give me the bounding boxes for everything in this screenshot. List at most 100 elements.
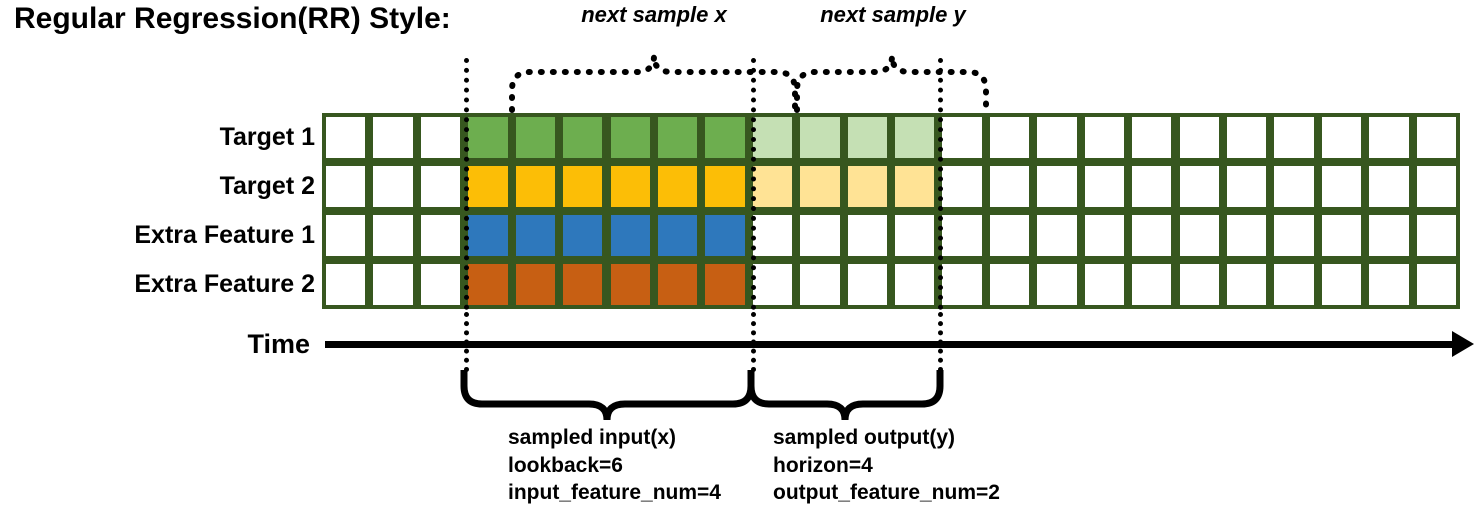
grid-cell-extra-feature-2-19-blank <box>1226 264 1267 305</box>
grid-cell-extra-feature-2-12-output <box>895 264 935 305</box>
grid-cell-target-1-1-blank <box>373 117 413 158</box>
sampled-input-line-1: sampled input(x) <box>508 426 677 449</box>
grid-cell-extra-feature-1-12-output <box>895 215 935 256</box>
grid-cell-target-2-14-blank <box>989 166 1030 207</box>
grid-cell-target-1-5-input <box>563 117 603 158</box>
grid-cell-extra-feature-1-22-blank <box>1369 215 1409 256</box>
grid-cell-extra-feature-1-23-blank <box>1416 215 1456 256</box>
grid-cell-extra-feature-2-10-output <box>800 264 840 305</box>
top-brace-next-sample-y-icon <box>794 55 989 113</box>
grid-cell-target-2-11-output <box>847 166 887 207</box>
grid-cell-extra-feature-1-16-blank <box>1084 215 1125 256</box>
grid-cell-target-1-15-blank <box>1037 117 1077 158</box>
grid-cell-target-2-17-blank <box>1132 166 1172 207</box>
grid-cell-extra-feature-2-11-output <box>847 264 887 305</box>
grid-cell-extra-feature-1-10-output <box>800 215 840 256</box>
grid-cell-extra-feature-1-11-output <box>847 215 887 256</box>
grid-cell-target-1-7-input <box>657 117 698 158</box>
grid-cell-target-2-21-blank <box>1321 166 1362 207</box>
guide-line-input-start-lower <box>464 312 469 372</box>
grid-cell-extra-feature-2-7-input <box>657 264 698 305</box>
grid-cell-extra-feature-2-4-input <box>515 264 556 305</box>
grid-cell-extra-feature-1-15-blank <box>1037 215 1077 256</box>
time-axis-line <box>325 341 1460 348</box>
grid-cell-target-2-9-output <box>752 166 793 207</box>
grid-cell-target-2-8-input <box>705 166 745 207</box>
grid-cell-target-1-0-blank <box>326 117 366 158</box>
top-brace-caption-next-sample-x: next sample x <box>581 2 727 27</box>
row-label-target-2: Target 2 <box>219 172 315 200</box>
grid-row-target-2 <box>322 162 1460 211</box>
grid-cell-target-1-4-input <box>515 117 556 158</box>
grid-cell-extra-feature-1-8-input <box>705 215 745 256</box>
grid-cell-extra-feature-1-1-blank <box>373 215 413 256</box>
guide-line-output-end <box>938 58 943 310</box>
time-axis-arrow-icon <box>1452 331 1474 357</box>
grid-cell-extra-feature-1-14-blank <box>989 215 1030 256</box>
grid-cell-extra-feature-2-6-input <box>610 264 650 305</box>
bottom-caption-sampled-output: sampled output(y) horizon=4 output_featu… <box>773 424 1000 507</box>
grid-cell-target-2-19-blank <box>1226 166 1267 207</box>
grid-cell-target-2-5-input <box>563 166 603 207</box>
guide-line-output-end-lower <box>938 312 943 372</box>
grid-row-extra-feature-2 <box>322 260 1460 309</box>
sampled-input-line-2: lookback=6 <box>508 453 623 477</box>
grid-cell-target-2-20-blank <box>1274 166 1314 207</box>
grid-cell-extra-feature-2-17-blank <box>1132 264 1172 305</box>
grid-cell-target-2-13-blank <box>942 166 982 207</box>
grid-cell-target-2-22-blank <box>1369 166 1409 207</box>
grid-cell-extra-feature-1-7-input <box>657 215 698 256</box>
grid-cell-extra-feature-1-0-blank <box>326 215 366 256</box>
grid-cell-extra-feature-1-6-input <box>610 215 650 256</box>
grid-cell-extra-feature-2-23-blank <box>1416 264 1456 305</box>
bottom-caption-sampled-input: sampled input(x) lookback=6 input_featur… <box>508 424 721 507</box>
grid-cell-target-2-23-blank <box>1416 166 1456 207</box>
grid-cell-extra-feature-1-19-blank <box>1226 215 1267 256</box>
grid-cell-extra-feature-2-15-blank <box>1037 264 1077 305</box>
sampled-output-line-3: output_feature_num=2 <box>773 481 1000 505</box>
grid-cell-target-2-0-blank <box>326 166 366 207</box>
sampled-output-line-1: sampled output(y) <box>773 426 955 449</box>
row-label-column: Target 1 Target 2 Extra Feature 1 Extra … <box>10 113 315 309</box>
grid-cell-target-1-6-input <box>610 117 650 158</box>
guide-line-input-start <box>464 58 469 310</box>
grid-cell-target-2-7-input <box>657 166 698 207</box>
bottom-brace-sampled-input-icon <box>460 370 755 421</box>
grid-cell-extra-feature-2-1-blank <box>373 264 413 305</box>
time-axis-label: Time <box>247 329 310 359</box>
row-label-extra-feature-1: Extra Feature 1 <box>134 221 315 249</box>
grid-cell-target-1-17-blank <box>1132 117 1172 158</box>
grid-cell-target-2-12-output <box>895 166 935 207</box>
grid-cell-extra-feature-2-8-input <box>705 264 745 305</box>
grid-cell-target-1-9-output <box>752 117 793 158</box>
grid-cell-target-1-22-blank <box>1369 117 1409 158</box>
grid-cell-extra-feature-2-5-input <box>563 264 603 305</box>
grid-cell-extra-feature-2-18-blank <box>1179 264 1219 305</box>
grid-cell-target-1-19-blank <box>1226 117 1267 158</box>
grid-cell-extra-feature-2-0-blank <box>326 264 366 305</box>
grid-cell-target-1-21-blank <box>1321 117 1362 158</box>
grid-cell-extra-feature-1-5-input <box>563 215 603 256</box>
grid-cell-target-2-18-blank <box>1179 166 1219 207</box>
sampled-output-line-2: horizon=4 <box>773 453 873 477</box>
grid-cell-target-1-13-blank <box>942 117 982 158</box>
grid-cell-extra-feature-2-13-blank <box>942 264 982 305</box>
grid-cell-extra-feature-1-13-blank <box>942 215 982 256</box>
grid-cell-target-1-10-output <box>800 117 840 158</box>
top-brace-caption-next-sample-y: next sample y <box>820 2 966 27</box>
row-label-target-1: Target 1 <box>219 123 315 151</box>
grid-cell-extra-feature-2-16-blank <box>1084 264 1125 305</box>
grid-cell-extra-feature-1-17-blank <box>1132 215 1172 256</box>
grid-cell-extra-feature-1-3-input <box>468 215 508 256</box>
grid-cell-target-1-14-blank <box>989 117 1030 158</box>
page-title: Regular Regression(RR) Style: <box>14 2 451 35</box>
grid-cell-extra-feature-1-9-output <box>752 215 793 256</box>
grid-cell-target-1-3-input <box>468 117 508 158</box>
grid-cell-target-2-15-blank <box>1037 166 1077 207</box>
grid-cell-target-1-20-blank <box>1274 117 1314 158</box>
grid-cell-target-1-8-input <box>705 117 745 158</box>
timeseries-grid <box>322 113 1460 309</box>
grid-cell-target-2-4-input <box>515 166 556 207</box>
grid-cell-extra-feature-2-2-blank <box>420 264 461 305</box>
grid-cell-target-2-2-blank <box>420 166 461 207</box>
